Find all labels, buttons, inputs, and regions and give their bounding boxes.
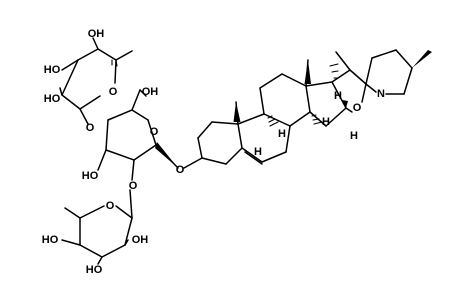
h-c17: H xyxy=(334,90,342,102)
oh-top-sugar-a: OH xyxy=(88,28,105,40)
h-c9: H xyxy=(278,128,286,140)
h-c14: H xyxy=(322,116,330,128)
o-spiro: O xyxy=(353,102,362,114)
ho-bottom-a: HO xyxy=(42,234,59,246)
n-spiro: N xyxy=(377,88,385,100)
ho-glucose: HO xyxy=(82,170,99,182)
ho-bottom-b: HO xyxy=(86,264,103,276)
o-ring-glucose: O xyxy=(150,126,159,138)
bond-lines xyxy=(59,37,413,265)
o-link-top: O xyxy=(86,122,95,134)
h-c16: H xyxy=(350,130,358,142)
o-ring-top: O xyxy=(109,86,118,98)
o-aglycone-link: O xyxy=(176,164,185,176)
ho-top-sugar-b: HO xyxy=(44,93,61,105)
o-ring-bottom: O xyxy=(106,200,115,212)
h-c8: H xyxy=(254,146,262,158)
oh-bottom: OH xyxy=(132,234,149,246)
atom-labels: OH HO HO O O OH HO O O O O HO OH HO H H … xyxy=(42,28,385,276)
o-link-bottom: O xyxy=(129,180,138,192)
oh-glucose: OH xyxy=(142,86,159,98)
stereo-bonds xyxy=(111,50,432,168)
ho-top-sugar: HO xyxy=(44,64,61,76)
